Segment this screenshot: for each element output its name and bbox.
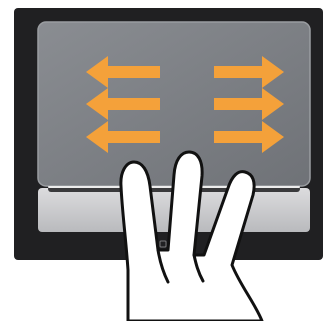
right-arrow-group (214, 56, 284, 153)
three-finger-hand-icon (121, 152, 262, 321)
left-arrow-group (86, 56, 160, 153)
